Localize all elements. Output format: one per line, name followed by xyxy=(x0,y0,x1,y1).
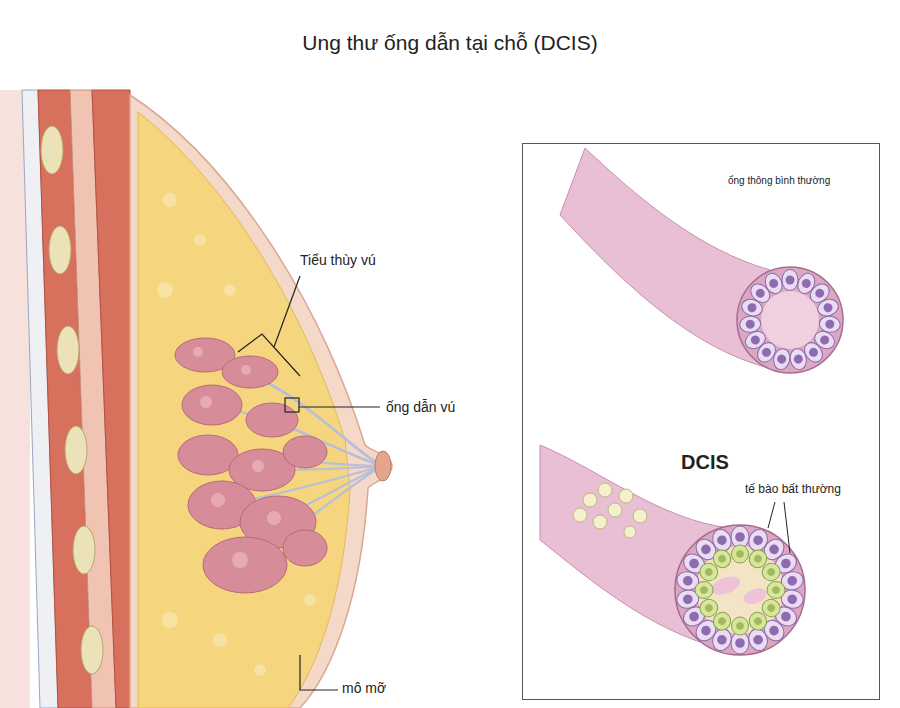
duct-marker xyxy=(285,398,299,412)
lobules xyxy=(175,338,327,593)
abnormal-cell xyxy=(710,547,734,571)
abnormal-cell xyxy=(746,609,770,633)
lobule xyxy=(182,385,242,425)
rib xyxy=(57,326,79,374)
normal-duct-section xyxy=(737,267,843,373)
acinus xyxy=(267,511,281,525)
lobule xyxy=(222,356,278,388)
acinus xyxy=(211,493,225,507)
acinus xyxy=(252,460,264,472)
fat-cell xyxy=(224,284,236,296)
part-label: Tiểu thùy vú xyxy=(300,252,376,269)
lobule xyxy=(283,436,327,468)
acinus xyxy=(193,347,203,357)
fat-cell xyxy=(194,234,206,246)
abnormal-cell xyxy=(759,560,783,584)
lobule xyxy=(283,530,327,566)
inset-label: ống thông bình thường xyxy=(728,175,830,187)
fat-cell xyxy=(213,633,227,647)
duct-wall xyxy=(675,525,805,655)
abnormal-cell xyxy=(732,545,749,563)
rib xyxy=(81,626,103,674)
abnormal-cell xyxy=(767,582,785,599)
abnormal-cell xyxy=(732,617,749,635)
fat-tissue xyxy=(138,112,350,708)
rib xyxy=(65,426,87,474)
abnormal-cell xyxy=(573,508,587,522)
fat-cell xyxy=(163,193,177,207)
normal-cell xyxy=(819,315,842,333)
abnormal-cell xyxy=(633,509,647,523)
duct-wall xyxy=(737,267,843,373)
rib xyxy=(49,226,71,274)
lobule-texture xyxy=(193,347,281,568)
inset-heading: DCIS xyxy=(681,450,729,474)
breast-skin xyxy=(130,95,392,708)
abnormal-cell xyxy=(583,493,597,507)
normal-cell xyxy=(762,271,785,297)
fat-cell xyxy=(304,594,316,606)
inset-panel: ống thông bình thườngDCIS tế bào bất thườ… xyxy=(522,143,880,700)
leader-line xyxy=(768,502,775,528)
abnormal-cell xyxy=(598,483,612,497)
rib xyxy=(73,526,95,574)
acinus xyxy=(200,396,212,408)
abnormal-cell-cluster xyxy=(573,483,647,538)
lobule xyxy=(246,403,298,437)
fat-cell xyxy=(162,612,178,628)
inset-label: tế bào bất thường xyxy=(745,482,841,496)
lobule xyxy=(203,537,287,593)
nipple xyxy=(375,451,391,481)
leader-line xyxy=(299,406,380,407)
leader-line xyxy=(300,655,338,690)
part-label: ống dẫn vú xyxy=(386,399,455,416)
leader-line xyxy=(784,502,790,553)
duct-lumen xyxy=(761,291,819,349)
normal-cell xyxy=(739,315,762,333)
part-label: mô mỡ xyxy=(342,680,386,697)
abnormal-cell xyxy=(619,489,633,503)
abnormal-cell xyxy=(624,526,636,538)
diagram-title: Ung thư ống dẫn tại chỗ (DCIS) xyxy=(0,30,900,55)
normal-cell xyxy=(816,297,841,319)
dcis-duct-section xyxy=(675,525,805,655)
abnormal-cell xyxy=(608,503,622,517)
leader-line xyxy=(274,276,300,347)
abnormal-cell xyxy=(695,582,713,599)
acinus xyxy=(232,552,248,568)
normal-cell xyxy=(782,270,798,291)
acinus xyxy=(241,365,251,375)
normal-cell xyxy=(788,347,808,371)
fat-texture xyxy=(157,193,316,676)
lobule-bracket xyxy=(238,334,300,376)
fat-cell xyxy=(254,664,266,676)
dcis-duct-tube xyxy=(540,445,740,652)
abnormal-cell xyxy=(697,596,721,620)
fat-cell xyxy=(157,282,173,298)
rib xyxy=(41,126,63,174)
abnormal-cell xyxy=(593,515,607,529)
